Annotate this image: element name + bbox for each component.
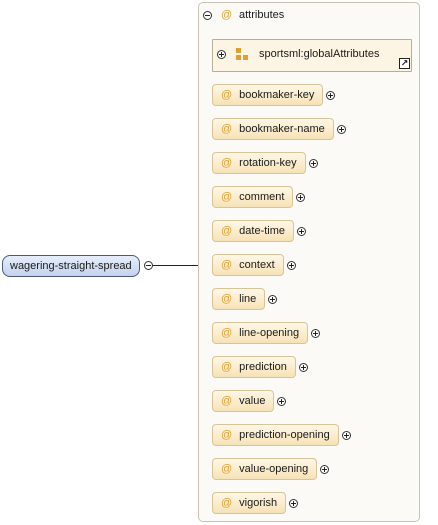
attribute-label: value xyxy=(239,395,266,407)
attribute-at-icon: @ xyxy=(221,497,233,509)
root-element-node[interactable]: wagering-straight-spread xyxy=(2,255,140,277)
attribute-at-icon: @ xyxy=(221,191,233,203)
attribute-at-icon: @ xyxy=(221,259,233,271)
attributes-collapse-icon[interactable] xyxy=(203,11,212,20)
attribute-expand-icon[interactable] xyxy=(297,227,306,236)
connector-line xyxy=(153,265,198,266)
root-collapse-icon[interactable] xyxy=(144,261,153,270)
attribute-node[interactable]: @ prediction-opening xyxy=(212,424,339,446)
attribute-label: line-opening xyxy=(239,327,300,339)
attribute-expand-icon[interactable] xyxy=(287,261,296,270)
link-icon[interactable]: ↗ xyxy=(399,58,410,69)
attribute-at-icon: @ xyxy=(221,123,233,135)
attribute-node[interactable]: @ prediction xyxy=(212,356,296,378)
attribute-at-icon: @ xyxy=(221,361,233,373)
attribute-expand-icon[interactable] xyxy=(337,125,346,134)
attribute-expand-icon[interactable] xyxy=(320,465,329,474)
attribute-at-icon: @ xyxy=(221,9,233,21)
attribute-expand-icon[interactable] xyxy=(268,295,277,304)
attribute-label: comment xyxy=(239,191,285,203)
attribute-expand-icon[interactable] xyxy=(326,91,335,100)
attribute-label: value-opening xyxy=(239,463,309,475)
attribute-expand-icon[interactable] xyxy=(289,499,298,508)
attribute-expand-icon[interactable] xyxy=(277,397,286,406)
global-attributes-expand-icon[interactable] xyxy=(217,50,226,59)
attribute-at-icon: @ xyxy=(221,395,233,407)
attribute-label: context xyxy=(239,259,275,271)
attribute-label: prediction-opening xyxy=(239,429,330,441)
attribute-label: rotation-key xyxy=(239,157,297,169)
attribute-label: prediction xyxy=(239,361,287,373)
attribute-expand-icon[interactable] xyxy=(342,431,351,440)
attribute-label: bookmaker-name xyxy=(239,123,325,135)
attribute-node[interactable]: @ value-opening xyxy=(212,458,318,480)
attribute-node[interactable]: @ bookmaker-name xyxy=(212,118,334,140)
attribute-label: date-time xyxy=(239,225,286,237)
global-attributes-label: sportsml:globalAttributes xyxy=(259,48,380,60)
attribute-at-icon: @ xyxy=(221,157,233,169)
attribute-expand-icon[interactable] xyxy=(296,193,305,202)
attribute-expand-icon[interactable] xyxy=(311,329,320,338)
attribute-node[interactable]: @ comment xyxy=(212,186,294,208)
attribute-node[interactable]: @ context xyxy=(212,254,284,276)
attribute-at-icon: @ xyxy=(221,327,233,339)
attribute-label: vigorish xyxy=(239,497,278,509)
attribute-expand-icon[interactable] xyxy=(309,159,318,168)
root-element-label: wagering-straight-spread xyxy=(10,260,132,272)
attribute-group-icon xyxy=(236,48,250,62)
attribute-node[interactable]: @ rotation-key xyxy=(212,152,306,174)
attribute-label: line xyxy=(239,293,257,305)
attribute-at-icon: @ xyxy=(221,89,233,101)
attribute-node[interactable]: @ value xyxy=(212,390,275,412)
attribute-at-icon: @ xyxy=(221,463,233,475)
attribute-at-icon: @ xyxy=(221,225,233,237)
attribute-at-icon: @ xyxy=(221,293,233,305)
attribute-node[interactable]: @ vigorish xyxy=(212,492,287,514)
attribute-node[interactable]: @ line-opening xyxy=(212,322,309,344)
attribute-expand-icon[interactable] xyxy=(299,363,308,372)
attribute-at-icon: @ xyxy=(221,429,233,441)
attribute-node[interactable]: @ line xyxy=(212,288,266,310)
attributes-group-label: attributes xyxy=(239,9,285,21)
attribute-label: bookmaker-key xyxy=(239,89,315,101)
attribute-node[interactable]: @ date-time xyxy=(212,220,295,242)
attribute-node[interactable]: @ bookmaker-key xyxy=(212,84,324,106)
